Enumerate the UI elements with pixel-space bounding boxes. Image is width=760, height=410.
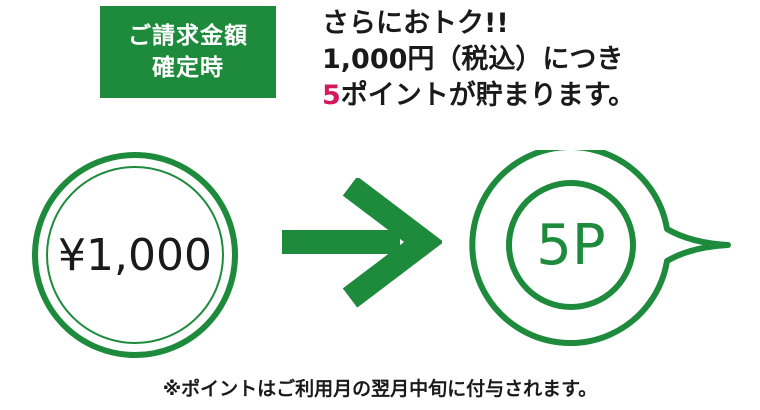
headline-line-3: 5ポイントが貯まります。	[322, 78, 635, 114]
speech-bubble-icon	[469, 150, 731, 346]
headline: さらにおトク!! 1,000円（税込）につき 5ポイントが貯まります。	[322, 6, 635, 114]
double-circle-icon	[32, 152, 238, 358]
headline-line-2: 1,000円（税込）につき	[322, 44, 624, 75]
headline-line-3-rest: ポイントが貯まります。	[340, 80, 636, 111]
points-badge: 5P	[466, 150, 738, 360]
arrow-right-icon	[282, 178, 442, 308]
points-number: 5	[322, 80, 341, 111]
billing-confirmed-badge: ご請求金額 確定時	[100, 6, 276, 98]
badge-line-1: ご請求金額	[128, 23, 248, 49]
footnote: ※ポイントはご利用月の翌月中旬に付与されます。	[162, 378, 598, 400]
badge-line-2: 確定時	[152, 55, 224, 81]
headline-line-1: さらにおトク!!	[322, 8, 509, 39]
points-label: 5P	[536, 212, 606, 278]
amount-label: ¥1,000	[58, 229, 212, 281]
amount-circle: ¥1,000	[30, 150, 240, 360]
